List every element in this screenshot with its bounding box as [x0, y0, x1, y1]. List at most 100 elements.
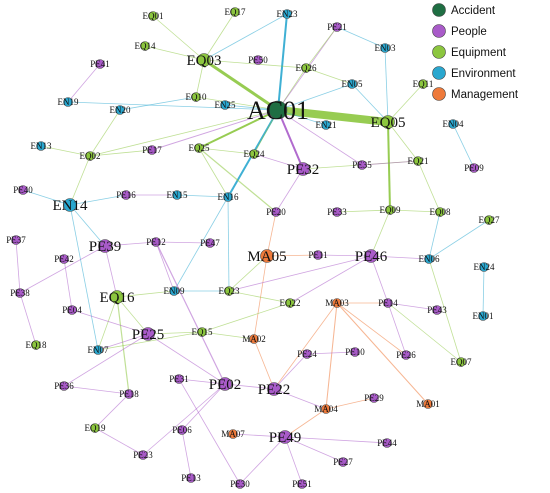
node-pe11: PE11 [308, 250, 327, 260]
node-label: EQ24 [244, 149, 265, 159]
edge-pe02-pe23 [142, 383, 226, 456]
edge-pe17-ac01 [151, 109, 279, 151]
node-marker [235, 479, 245, 489]
node-label: PE35 [352, 160, 372, 170]
node-pe40: PE40 [13, 185, 33, 195]
edge-pe39-pe38 [19, 245, 106, 294]
node-marker [249, 149, 259, 159]
node-marker [296, 162, 310, 176]
node-label: EN07 [88, 345, 109, 355]
node-pe46: PE46 [355, 249, 388, 265]
edge-pe46-eq22 [289, 255, 372, 304]
edge-pe02-pe22 [224, 383, 275, 390]
node-marker [401, 350, 411, 360]
edge-pe31-pe30 [178, 378, 241, 485]
edge-pe32-eq24 [253, 153, 304, 170]
node-en19: EN19 [58, 97, 79, 107]
node-marker [115, 105, 125, 115]
edge-en15-en16 [176, 194, 229, 198]
node-pe38: PE38 [10, 288, 30, 298]
node-marker [151, 237, 161, 247]
node-marker [147, 145, 157, 155]
edge-eq05-ac01 [277, 106, 389, 126]
legend-label: Management [451, 89, 519, 101]
node-eq01: EQ01 [143, 11, 164, 21]
node-marker [110, 290, 124, 304]
legend-item-people: People [432, 24, 487, 38]
node-label: PE06 [172, 425, 192, 435]
node-marker [321, 120, 331, 130]
edge-eq25-ac01 [198, 109, 279, 149]
node-pe21: PE21 [327, 22, 347, 32]
node-marker [469, 163, 479, 173]
node-eq23: EQ23 [219, 286, 240, 296]
edge-en06-eq08 [428, 211, 441, 260]
node-label: EQ10 [186, 92, 207, 102]
node-label: EN23 [277, 9, 298, 19]
node-label: EQ01 [143, 11, 164, 21]
node-label: PE29 [364, 393, 384, 403]
node-marker [424, 254, 434, 264]
edge-pe49-pe27 [284, 436, 344, 463]
node-eq05: EQ05 [371, 115, 406, 131]
edge-pe39-pe12 [104, 241, 157, 247]
edge-eq07-pe14 [387, 302, 462, 363]
node-label: EN09 [164, 286, 185, 296]
node-pe41: PE41 [90, 59, 110, 69]
node-en09: EN09 [164, 286, 185, 296]
node-pe22: PE22 [258, 382, 291, 398]
node-pe43: PE43 [427, 305, 447, 315]
edge-en14-pe40 [22, 189, 71, 206]
node-label: PE17 [142, 145, 162, 155]
edge-eq02-en20 [89, 109, 121, 157]
node-pe44: PE44 [377, 438, 397, 448]
edge-pe14-pe26 [387, 302, 407, 356]
node-pe18: PE18 [119, 389, 139, 399]
edge-en04-pe09 [452, 123, 475, 169]
node-label: PE36 [54, 381, 74, 391]
node-label: PE14 [378, 298, 398, 308]
node-marker [15, 288, 25, 298]
node-marker [249, 334, 259, 344]
edge-pe46-en06 [370, 255, 430, 260]
node-ma03: MA03 [325, 298, 349, 308]
node-label: MA04 [314, 404, 338, 414]
node-label: PE10 [345, 347, 365, 357]
node-label: PE47 [200, 238, 220, 248]
node-label: PE31 [169, 374, 189, 384]
node-marker [138, 450, 148, 460]
node-label: EN21 [316, 120, 337, 130]
node-pe49: PE49 [269, 430, 302, 446]
node-pe14: PE14 [378, 298, 398, 308]
node-marker [90, 423, 100, 433]
node-marker [357, 160, 367, 170]
node-pe23: PE23 [133, 450, 153, 460]
edge-eq02-en13 [40, 145, 91, 157]
node-label: MA05 [247, 249, 286, 265]
edge-pe12-pe47 [155, 241, 211, 244]
node-pe10: PE10 [345, 347, 365, 357]
legend-label: Equipment [451, 47, 507, 59]
edge-eq03-eq26 [203, 59, 307, 69]
node-marker [36, 141, 46, 151]
node-marker [350, 347, 360, 357]
node-marker [197, 327, 207, 337]
node-label: EQ22 [280, 298, 301, 308]
edge-eq15-pe25 [147, 331, 203, 335]
edge-pe32-pe20 [275, 168, 304, 213]
edge-pe37-pe38 [15, 239, 21, 294]
edge-eq26-pe21 [305, 26, 338, 69]
edge-en16-eq23 [227, 196, 230, 292]
node-marker [59, 254, 69, 264]
node-eq17: EQ17 [225, 7, 246, 17]
node-label: PE04 [62, 305, 82, 315]
node-label: EQ02 [80, 151, 101, 161]
node-marker [448, 119, 458, 129]
edge-eq17-eq03 [203, 11, 236, 61]
node-marker [31, 340, 41, 350]
node-ac01: AC01 [247, 96, 309, 125]
node-label: EQ16 [100, 290, 135, 306]
node-en20: EN20 [110, 105, 131, 115]
node-pe47: PE47 [200, 238, 220, 248]
